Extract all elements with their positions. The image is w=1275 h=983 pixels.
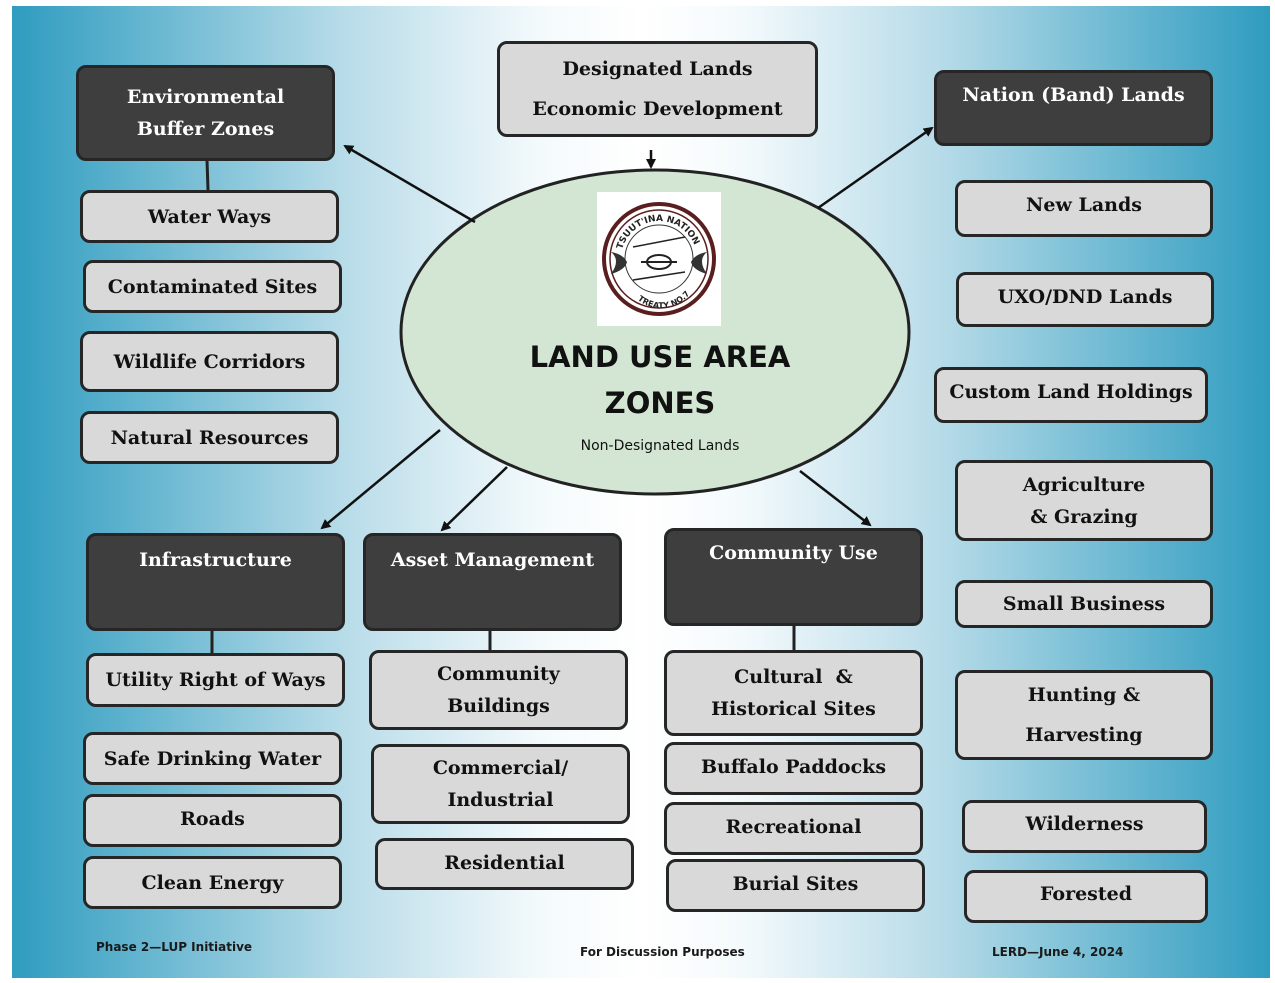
infra-item-label: Utility Right of Ways bbox=[105, 669, 326, 691]
nation-item-agriculture: Agriculture & Grazing bbox=[955, 460, 1213, 541]
environmental-buffer-zones-header: Environmental Buffer Zones bbox=[76, 65, 335, 161]
nation-item-label: & Grazing bbox=[1030, 505, 1138, 528]
infra-item-label: Roads bbox=[180, 808, 245, 830]
community-item-label: Burial Sites bbox=[732, 873, 859, 895]
footer-right: LERD—June 4, 2024 bbox=[992, 945, 1124, 959]
env-item-label: Contaminated Sites bbox=[107, 275, 318, 298]
nation-item-label: Wilderness bbox=[1025, 813, 1144, 835]
community-item-buffalo: Buffalo Paddocks bbox=[664, 742, 923, 795]
asset-title: Asset Management bbox=[390, 549, 595, 571]
env-item-label: Water Ways bbox=[147, 205, 272, 228]
nation-item-label: UXO/DND Lands bbox=[997, 286, 1173, 308]
nation-item-small-business: Small Business bbox=[955, 580, 1213, 628]
hub-title-line2: ZONES bbox=[604, 386, 716, 420]
nation-item-label: Agriculture bbox=[1022, 473, 1146, 496]
infra-item-roads: Roads bbox=[83, 794, 342, 847]
connector-environmental bbox=[205, 159, 210, 191]
tsuutina-nation-seal: TSUUT'INA NATION TREATY NO.7 bbox=[597, 192, 721, 326]
arrow-to-asset bbox=[440, 466, 508, 532]
env-item-water-ways: Water Ways bbox=[80, 190, 339, 243]
infra-item-clean-energy: Clean Energy bbox=[83, 856, 342, 909]
environmental-title-line1: Environmental bbox=[126, 86, 285, 108]
nation-item-label: Custom Land Holdings bbox=[949, 381, 1193, 403]
nation-item-hunting: Hunting & Harvesting bbox=[955, 670, 1213, 760]
community-use-header: Community Use bbox=[664, 528, 923, 626]
asset-item-label: Community bbox=[437, 663, 560, 685]
community-item-recreational: Recreational bbox=[664, 802, 923, 855]
asset-item-residential: Residential bbox=[375, 838, 634, 890]
designated-line2: Economic Development bbox=[532, 98, 783, 120]
infrastructure-title: Infrastructure bbox=[139, 549, 292, 571]
nation-item-label: New Lands bbox=[1026, 194, 1142, 216]
community-item-label: Buffalo Paddocks bbox=[700, 756, 887, 778]
asset-item-commercial: Commercial/ Industrial bbox=[371, 744, 630, 824]
community-item-cultural: Cultural & Historical Sites bbox=[664, 650, 923, 736]
env-item-label: Wildlife Corridors bbox=[113, 350, 306, 373]
nation-band-lands-header: Nation (Band) Lands bbox=[934, 70, 1213, 146]
nation-item-uxo-dnd: UXO/DND Lands bbox=[956, 272, 1214, 327]
nation-item-label: Forested bbox=[1039, 883, 1133, 905]
arrow-to-environmental bbox=[343, 144, 476, 224]
nation-item-label: Harvesting bbox=[1025, 724, 1143, 746]
community-title: Community Use bbox=[709, 542, 878, 564]
footer-center: For Discussion Purposes bbox=[580, 945, 745, 959]
arrow-to-nation bbox=[817, 126, 934, 210]
nation-item-label: Small Business bbox=[1002, 593, 1166, 615]
asset-item-label: Residential bbox=[444, 852, 565, 874]
community-item-label: Recreational bbox=[725, 816, 862, 838]
designated-lands-box: Designated Lands Economic Development bbox=[497, 41, 818, 137]
nation-item-forested: Forested bbox=[964, 870, 1208, 923]
community-item-label: Historical Sites bbox=[711, 698, 876, 720]
infrastructure-header: Infrastructure bbox=[86, 533, 345, 631]
infra-item-label: Clean Energy bbox=[141, 871, 284, 894]
environmental-title-line2: Buffer Zones bbox=[136, 118, 275, 140]
asset-item-label: Buildings bbox=[447, 695, 550, 717]
hub-ellipse bbox=[399, 168, 911, 496]
hub-subtitle: Non-Designated Lands bbox=[580, 438, 740, 454]
footer-left: Phase 2—LUP Initiative bbox=[96, 940, 253, 954]
community-item-label: Cultural & bbox=[734, 666, 853, 688]
community-item-burial: Burial Sites bbox=[666, 859, 925, 912]
asset-item-label: Commercial/ bbox=[432, 757, 569, 779]
arrow-to-infrastructure bbox=[320, 429, 441, 530]
env-item-label: Natural Resources bbox=[110, 426, 309, 449]
hub-title-line1: LAND USE AREA bbox=[529, 340, 791, 374]
arrow-to-community bbox=[799, 470, 872, 527]
asset-management-header: Asset Management bbox=[363, 533, 622, 631]
nation-title: Nation (Band) Lands bbox=[962, 84, 1185, 106]
designated-line1: Designated Lands bbox=[562, 58, 753, 80]
nation-item-custom-land: Custom Land Holdings bbox=[934, 367, 1208, 423]
env-item-wildlife-corridors: Wildlife Corridors bbox=[80, 331, 339, 392]
nation-item-new-lands: New Lands bbox=[955, 180, 1213, 237]
asset-item-label: Industrial bbox=[447, 789, 554, 811]
asset-item-community-buildings: Community Buildings bbox=[369, 650, 628, 730]
hub-title: LAND USE AREA ZONES bbox=[470, 334, 850, 426]
env-item-natural-resources: Natural Resources bbox=[80, 411, 339, 464]
env-item-contaminated-sites: Contaminated Sites bbox=[83, 260, 342, 313]
nation-item-wilderness: Wilderness bbox=[962, 800, 1207, 853]
infra-item-label: Safe Drinking Water bbox=[103, 747, 322, 770]
infra-item-safe-water: Safe Drinking Water bbox=[83, 732, 342, 785]
nation-item-label: Hunting & bbox=[1027, 684, 1141, 706]
infra-item-utility: Utility Right of Ways bbox=[86, 653, 345, 707]
